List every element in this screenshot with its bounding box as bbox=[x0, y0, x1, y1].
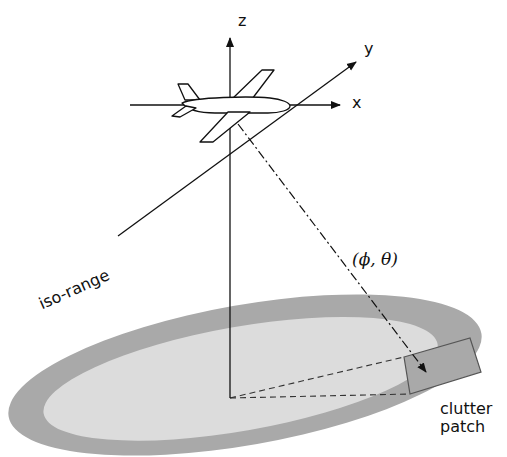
z-axis bbox=[229, 38, 230, 398]
region-label: iso-range bbox=[36, 266, 112, 313]
axis-label: y bbox=[364, 40, 373, 58]
axis-label: z bbox=[238, 12, 246, 30]
look-direction bbox=[238, 124, 426, 372]
airplane bbox=[172, 70, 290, 142]
axis-label: x bbox=[352, 94, 361, 112]
y-axis bbox=[118, 62, 356, 236]
angle-label: (ϕ, θ) bbox=[352, 250, 398, 270]
iso-range-ring bbox=[0, 264, 494, 457]
dashed-line bbox=[230, 357, 404, 398]
clutter-patch bbox=[404, 338, 481, 394]
dashed-line bbox=[230, 394, 410, 398]
region-label: clutter patch bbox=[440, 400, 500, 437]
